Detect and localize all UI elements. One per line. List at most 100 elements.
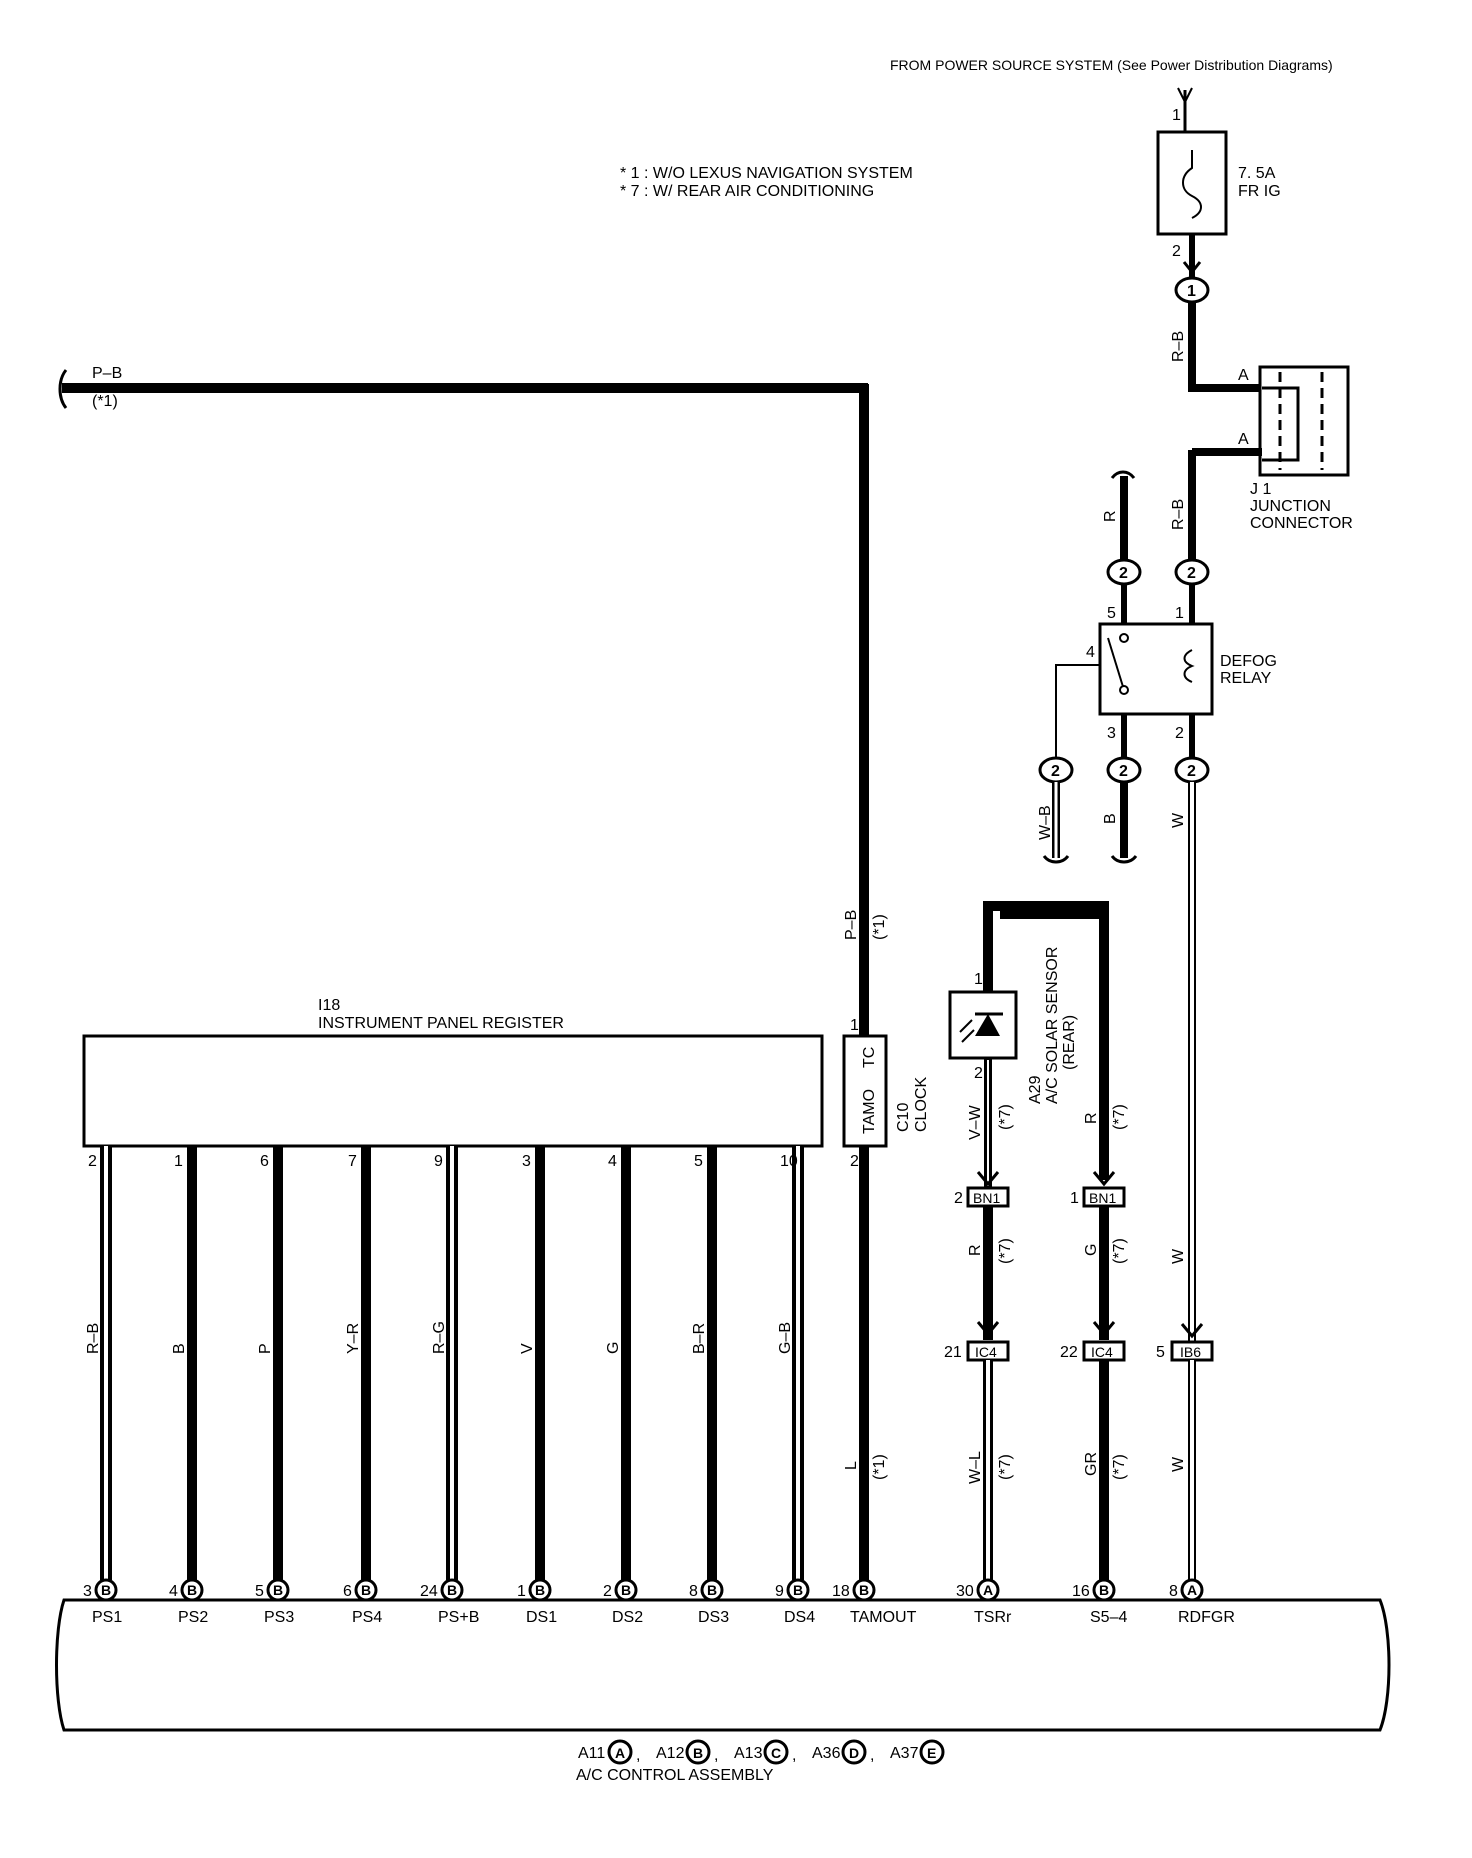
assembly-pin-letter: B [859,1582,869,1598]
assembly-pin-number: 8 [1169,1583,1178,1600]
assembly-pin-letter: B [273,1582,283,1598]
assembly-pin-letter: A [1187,1582,1197,1598]
wb-wire-break [1042,854,1070,864]
g-bn1-label: G [1083,1244,1100,1256]
register-wire-color: B [171,1343,188,1354]
connector-2-relay-pin5-label: 2 [1119,565,1128,582]
junction-label-3: CONNECTOR [1250,515,1353,532]
w-chevron [1180,1323,1204,1339]
connector-2-relay-in-label: 2 [1187,565,1196,582]
control-assembly-name: A/C CONTROL ASSEMBLY [576,1767,774,1784]
assembly-terminal: PS+B [438,1609,479,1626]
r7-star: (*7) [1111,1104,1128,1130]
assembly-code: A11 [578,1745,605,1762]
assembly-code-separator: , [636,1747,640,1764]
assembly-pin-number: 24 [420,1583,438,1600]
assembly-pin-number: 2 [603,1583,612,1600]
ic4-right-pin: 22 [1060,1344,1078,1361]
assembly-pin-number: 18 [832,1583,850,1600]
control-assembly-body [55,1598,1391,1732]
connector-2-wb-label: 2 [1051,763,1060,780]
r-bn1-star7: (*7) [997,1238,1014,1264]
assembly-code-circle [919,1739,945,1765]
fuse-rating: 7. 5A [1238,165,1276,182]
bn1-right-pin: 1 [1070,1190,1079,1207]
relay-switch-arm [1107,637,1125,691]
r-bn1-chevron [976,1321,1000,1337]
register-wire-color: G–B [777,1322,794,1354]
relay-pin-2: 2 [1175,725,1184,742]
wb-label: W–B [1037,805,1054,840]
clock-box [842,1034,888,1148]
assembly-code: A36 [812,1745,841,1762]
r7-label: R [1083,1112,1100,1124]
l-star1: (*1) [871,1454,888,1480]
w-label-mid: W [1170,1248,1187,1264]
junction-pin-a1: A [1238,367,1249,384]
ib6-pin: 5 [1156,1344,1165,1361]
assembly-pin-circle [700,1578,724,1602]
clock-code: C10 [895,1103,912,1132]
fuse-pin-in: 1 [1172,107,1181,124]
assembly-pin-number: 16 [1072,1583,1090,1600]
register-label: INSTRUMENT PANEL REGISTER [318,1015,564,1032]
assembly-pin-letter: B [1099,1582,1109,1598]
note-star1: * 1 : W/O LEXUS NAVIGATION SYSTEM [620,165,913,182]
vw-label: V–W [967,1104,984,1140]
register-code: I18 [318,997,340,1014]
register-wire-color: R–G [431,1321,448,1354]
pb-star1-vert: (*1) [871,914,888,940]
r7-chevron [1092,1171,1116,1187]
assembly-pin-circle [266,1578,290,1602]
assembly-pin-circle [354,1578,378,1602]
assembly-pin-number: 30 [956,1583,974,1600]
assembly-terminal: DS1 [526,1609,557,1626]
assembly-code-separator: , [792,1747,796,1764]
register-wire-color: B–R [691,1323,708,1354]
bn1-left-pin: 2 [954,1190,963,1207]
rb-label-mid: R–B [1170,499,1187,530]
assembly-pin-letter: A [983,1582,993,1598]
r-label: R [1102,510,1119,522]
assembly-code-separator: , [714,1747,718,1764]
clock-pin-1: 1 [850,1017,859,1034]
register-pin: 10 [780,1153,798,1170]
relay-pin-4: 4 [1086,644,1095,661]
ib6-label: IB6 [1180,1344,1201,1360]
clock-label: CLOCK [913,1077,930,1132]
assembly-pin-circle [440,1578,464,1602]
register-pin: 2 [88,1153,97,1170]
relay-label-1: DEFOG [1220,653,1277,670]
assembly-code-letter: D [849,1745,859,1761]
sensor-pin-2: 2 [974,1065,983,1082]
fuse-output-chevron [1182,261,1202,275]
junction-bridge [1262,386,1300,462]
register-pin: 9 [434,1153,443,1170]
power-source-label: FROM POWER SOURCE SYSTEM (See Power Dist… [890,57,1333,73]
assembly-terminal: PS4 [352,1609,382,1626]
relay-contact-top [1119,633,1129,643]
sensor-label-1: A/C SOLAR SENSOR [1044,947,1061,1104]
assembly-terminal: DS4 [784,1609,815,1626]
pb-label-left: P–B [92,365,122,382]
w-label-bottom: W [1170,1456,1187,1472]
pb-star1-left: (*1) [92,393,118,410]
assembly-code-separator: , [870,1747,874,1764]
vw-chevron [976,1171,1000,1187]
fuse-name: FR IG [1238,183,1281,200]
register-wire-color: P [257,1343,274,1354]
ic4-left-pin: 21 [944,1344,962,1361]
relay-pin-5: 5 [1107,605,1116,622]
relay-pin-1: 1 [1175,605,1184,622]
fuse-pin-out: 2 [1172,243,1181,260]
assembly-pin-number: 4 [169,1583,178,1600]
relay-pin-3: 3 [1107,725,1116,742]
clock-tamo: TAMO [861,1089,878,1134]
assembly-pin-number: 8 [689,1583,698,1600]
assembly-pin-circle [976,1578,1000,1602]
ic4-right-label: IC4 [1091,1344,1113,1360]
assembly-pin-letter: B [447,1582,457,1598]
sensor-diode-icon [975,1014,1000,1036]
